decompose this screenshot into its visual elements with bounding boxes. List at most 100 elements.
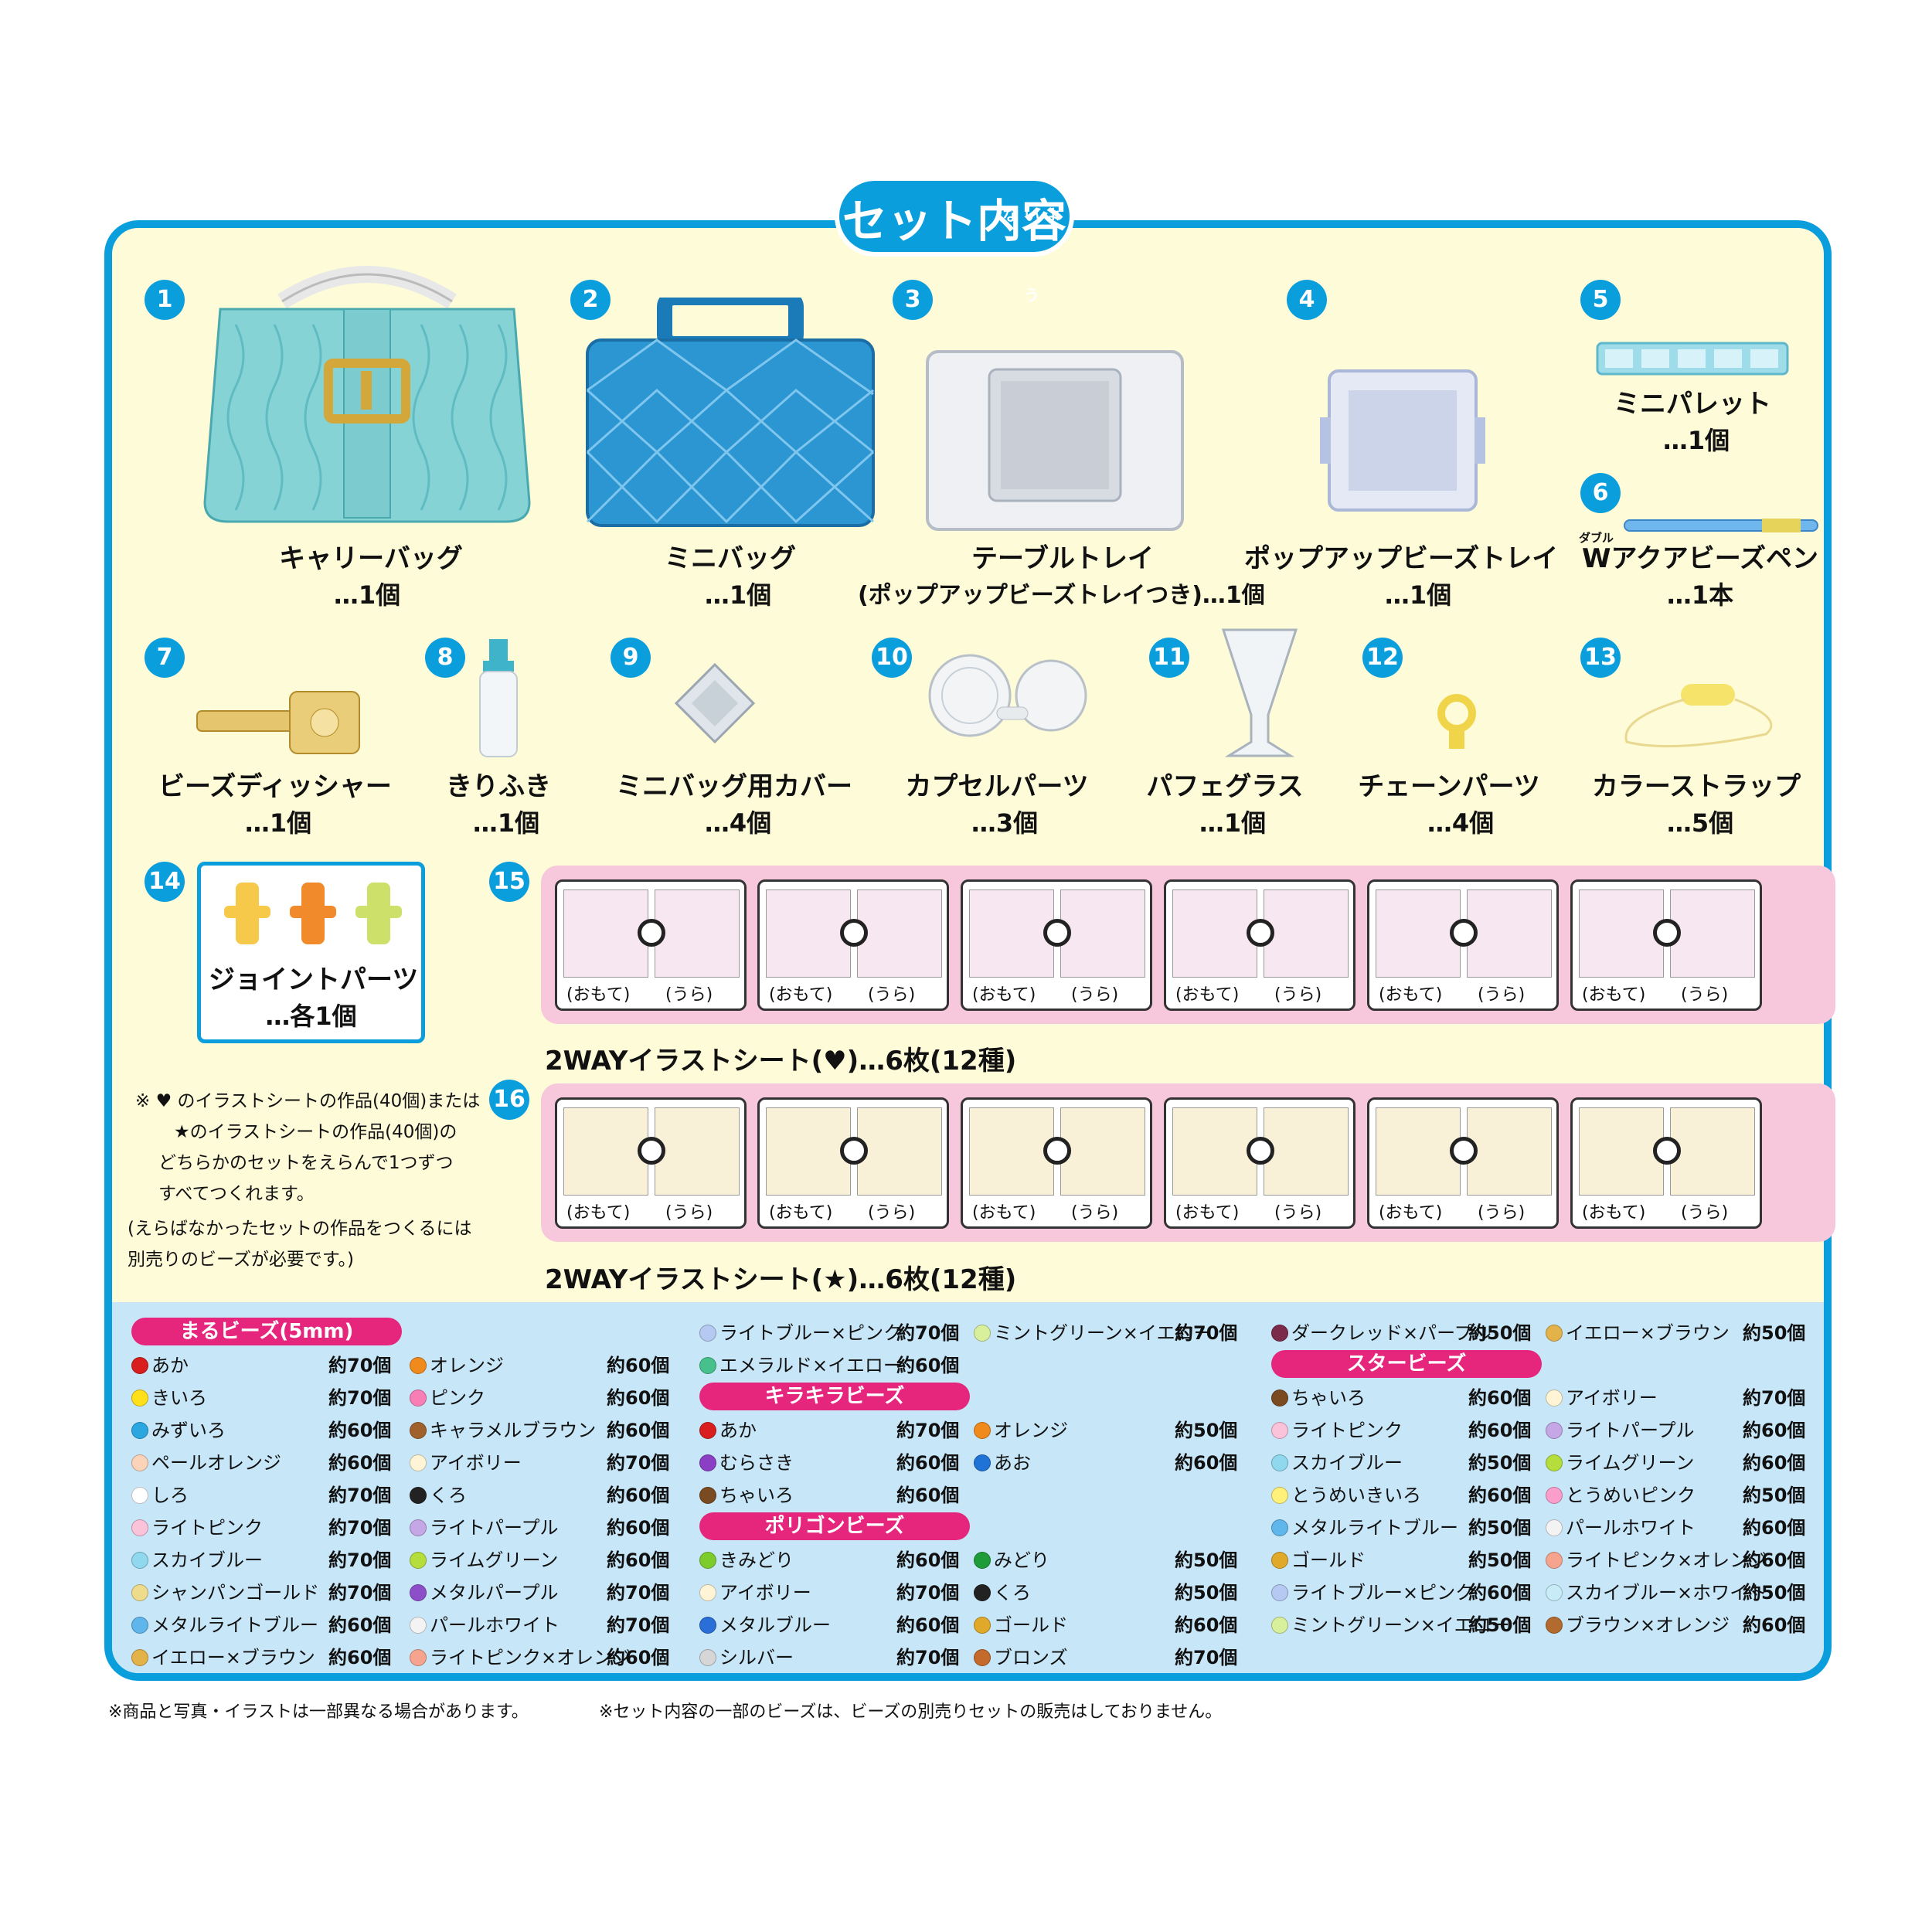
bead-swatch-icon (1546, 1584, 1563, 1601)
bead-swatch-icon (1271, 1422, 1288, 1439)
bead-item: メタルブルー (699, 1610, 831, 1637)
bead-swatch-icon (974, 1552, 991, 1569)
item-qty-7: …1個 (244, 808, 312, 838)
bead-name: ライムグリーン (1566, 1452, 1695, 1474)
flip-icon (1653, 919, 1681, 947)
bead-swatch-icon (410, 1649, 427, 1666)
item-name-11: パフェグラス (1146, 771, 1304, 802)
title-ruby: ないよう (1002, 206, 1067, 304)
carry-bag-image (203, 266, 531, 523)
bead-item: くろ (410, 1480, 467, 1507)
bead-swatch-icon (699, 1584, 716, 1601)
bead-item: きいろ (131, 1383, 207, 1410)
bead-name: メタルライトブルー (1291, 1517, 1458, 1539)
bead-pen-image (1624, 519, 1818, 532)
bead-swatch-icon (699, 1325, 716, 1342)
sheet-card: (おもて)(うら) (1570, 879, 1762, 1011)
bead-amount: 約60個 (1743, 1452, 1806, 1474)
bead-item: とうめいきいろ (1271, 1480, 1421, 1507)
bead-item: ライトピンク×オレンジ (410, 1642, 631, 1669)
bead-name: あか (151, 1355, 189, 1376)
bead-name: キャラメルブラウン (430, 1420, 597, 1441)
sheet-card: (おもて)(うら) (555, 879, 747, 1011)
bead-name: しろ (151, 1485, 189, 1506)
flip-icon (1247, 1137, 1274, 1165)
bead-name: オレンジ (994, 1420, 1068, 1441)
item-name-6: Wアクアビーズペン (1581, 543, 1819, 574)
flip-icon (638, 919, 665, 947)
item-name-2: ミニバッグ (665, 543, 796, 574)
bead-name: ダークレッド×パープル (1291, 1322, 1492, 1344)
bead-swatch-icon (974, 1325, 991, 1342)
flip-icon (840, 1137, 868, 1165)
item-number-5: 5 (1580, 280, 1621, 320)
bead-swatch-icon (1546, 1519, 1563, 1536)
bead-swatch-icon (131, 1519, 148, 1536)
bead-item: スカイブルー (131, 1545, 263, 1572)
note-line: どちらかのセットをえらんで1つずつ (158, 1153, 454, 1173)
bead-swatch-icon (410, 1454, 427, 1471)
item-qty-14: …各1個 (265, 1002, 357, 1031)
bead-swatch-icon (974, 1454, 991, 1471)
bead-amount: 約50個 (1468, 1322, 1532, 1344)
bead-item: シルバー (699, 1642, 794, 1669)
bead-name: ライトピンク×オレンジ (430, 1647, 631, 1668)
bead-name: ライトブルー×ピンク (719, 1322, 903, 1344)
bead-amount: 約60個 (1743, 1420, 1806, 1441)
bead-swatch-icon (1546, 1617, 1563, 1634)
bead-amount: 約60個 (607, 1420, 670, 1441)
item-name-10: カプセルパーツ (905, 771, 1089, 802)
bead-amount: 約70個 (607, 1614, 670, 1636)
bead-swatch-icon (410, 1617, 427, 1634)
bead-amount: 約70個 (328, 1549, 392, 1571)
bead-amount: 約60個 (1468, 1582, 1532, 1604)
bead-swatch-icon (699, 1552, 716, 1569)
item-qty-4: …1個 (1384, 580, 1452, 610)
item-name-13: カラーストラップ (1591, 771, 1801, 802)
bag-cover-image (674, 662, 756, 744)
bead-item: ブロンズ (974, 1642, 1068, 1669)
bead-name: ライムグリーン (430, 1549, 559, 1571)
bead-group-title: キラキラビーズ (699, 1383, 970, 1410)
bead-swatch-icon (1271, 1389, 1288, 1406)
note-line: ※ ♥ のイラストシートの作品(40個)または (135, 1091, 481, 1111)
bead-item: メタルパープル (410, 1577, 559, 1604)
bead-list-panel: まるビーズ(5mm)あか約70個オレンジ約60個きいろ約70個ピンク約60個みず… (112, 1302, 1824, 1673)
bead-amount: 約50個 (1468, 1549, 1532, 1571)
bead-swatch-icon (131, 1422, 148, 1439)
bead-swatch-icon (131, 1357, 148, 1374)
bead-item: ライムグリーン (1546, 1447, 1694, 1475)
sheet-front-label: (おもて) (1379, 985, 1443, 1005)
sheet-back-label: (うら) (665, 985, 713, 1005)
bead-swatch-icon (1271, 1325, 1288, 1342)
popup-tray-image (1320, 369, 1485, 512)
item-name-4: ポップアップビーズトレイ (1244, 543, 1559, 574)
bead-amount: 約60個 (328, 1647, 392, 1668)
bead-swatch-icon (1271, 1552, 1288, 1569)
bead-amount: 約50個 (1175, 1582, 1238, 1604)
bead-item: しろ (131, 1480, 189, 1507)
bead-name: ライトピンク×オレンジ (1566, 1549, 1767, 1571)
sheet-back-label: (うら) (1478, 985, 1526, 1005)
bead-name: ペールオレンジ (151, 1452, 281, 1474)
bead-name: シルバー (719, 1647, 794, 1668)
bead-swatch-icon (410, 1552, 427, 1569)
sheet-card: (おもて)(うら) (757, 879, 949, 1011)
mini-bag-image (586, 298, 875, 527)
bead-item: ライトパープル (410, 1512, 559, 1539)
item-qty-13: …5個 (1666, 808, 1734, 838)
bead-amount: 約50個 (1468, 1452, 1532, 1474)
bead-amount: 約60個 (607, 1517, 670, 1539)
bead-amount: 約50個 (1743, 1582, 1806, 1604)
item-name-9: ミニバッグ用カバー (616, 771, 852, 802)
item-number-4: 4 (1287, 280, 1327, 320)
bead-amount: 約70個 (328, 1582, 392, 1604)
sheet-front-label: (おもて) (1379, 1203, 1443, 1223)
bead-amount: 約70個 (328, 1355, 392, 1376)
bead-name: みどり (994, 1549, 1049, 1571)
sheet-front-label: (おもて) (1582, 985, 1646, 1005)
bead-swatch-icon (1271, 1454, 1288, 1471)
bead-item: みどり (974, 1545, 1049, 1572)
bead-amount: 約60個 (1743, 1549, 1806, 1571)
bead-amount: 約60個 (1743, 1614, 1806, 1636)
